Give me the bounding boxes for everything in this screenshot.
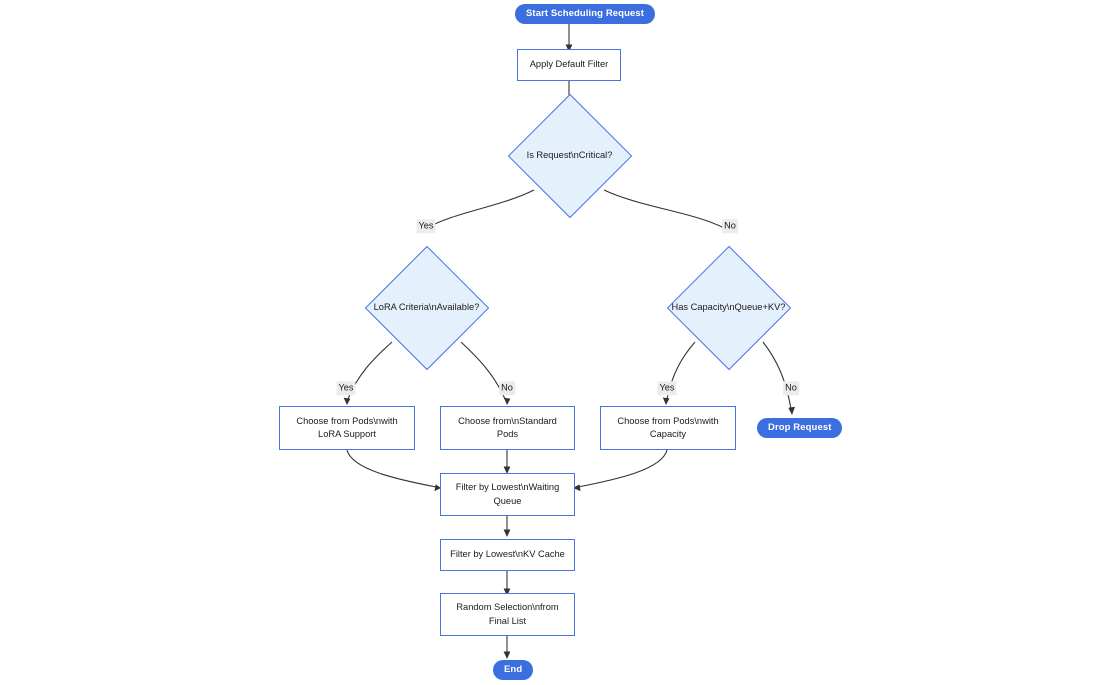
node-end-label: End: [504, 664, 523, 676]
edge-label-critical-no: No: [722, 219, 738, 233]
node-has-capacity[interactable]: Has Capacity\nQueue+KV?: [666, 245, 791, 370]
edge-label-text: Yes: [418, 220, 434, 231]
node-end[interactable]: End: [493, 660, 534, 680]
edge-label-text: No: [501, 382, 513, 393]
edge-label-critical-yes: Yes: [416, 219, 436, 233]
node-start[interactable]: Start Scheduling Request: [515, 4, 656, 24]
node-lora-criteria-available[interactable]: LoRA Criteria\nAvailable?: [364, 245, 489, 370]
node-is-request-critical-label: Is Request\nCritical?: [526, 150, 613, 161]
node-choose-lora-pods[interactable]: Choose from Pods\nwith LoRA Support: [279, 406, 415, 450]
edge-capacity-pods-to-filter-queue: [577, 449, 668, 488]
node-choose-standard-pods-label: Choose from\nStandard Pods: [458, 415, 557, 439]
edge-label-lora-no: No: [499, 381, 515, 395]
edge-label-capacity-no: No: [783, 381, 799, 395]
node-random-selection-label: Random Selection\nfrom Final List: [456, 602, 559, 626]
node-drop-request-label: Drop Request: [768, 422, 832, 434]
edge-label-capacity-yes: Yes: [657, 381, 677, 395]
node-start-label: Start Scheduling Request: [526, 8, 645, 20]
node-random-selection[interactable]: Random Selection\nfrom Final List: [440, 593, 575, 636]
node-lora-criteria-available-label: LoRA Criteria\nAvailable?: [373, 302, 480, 313]
node-filter-kv-cache[interactable]: Filter by Lowest\nKV Cache: [440, 539, 575, 571]
node-has-capacity-label: Has Capacity\nQueue+KV?: [671, 302, 786, 313]
node-filter-waiting-queue-label: Filter by Lowest\nWaiting Queue: [455, 482, 560, 506]
node-choose-capacity-pods-label: Choose from Pods\nwith Capacity: [617, 415, 719, 439]
edge-label-text: Yes: [659, 382, 675, 393]
node-choose-capacity-pods[interactable]: Choose from Pods\nwith Capacity: [600, 406, 736, 450]
edge-label-text: No: [785, 382, 797, 393]
edge-label-text: No: [724, 220, 736, 231]
node-filter-waiting-queue[interactable]: Filter by Lowest\nWaiting Queue: [440, 473, 575, 516]
node-apply-default-filter-label: Apply Default Filter: [529, 59, 609, 70]
node-filter-kv-cache-label: Filter by Lowest\nKV Cache: [450, 549, 565, 560]
edge-lora-pods-to-filter-queue: [346, 449, 437, 488]
node-is-request-critical[interactable]: Is Request\nCritical?: [507, 93, 632, 218]
node-choose-standard-pods[interactable]: Choose from\nStandard Pods: [440, 406, 575, 450]
edge-label-lora-yes: Yes: [336, 381, 356, 395]
node-apply-default-filter[interactable]: Apply Default Filter: [517, 49, 621, 81]
edge-label-text: Yes: [338, 382, 354, 393]
node-drop-request[interactable]: Drop Request: [757, 418, 843, 438]
node-choose-lora-pods-label: Choose from Pods\nwith LoRA Support: [296, 415, 398, 439]
